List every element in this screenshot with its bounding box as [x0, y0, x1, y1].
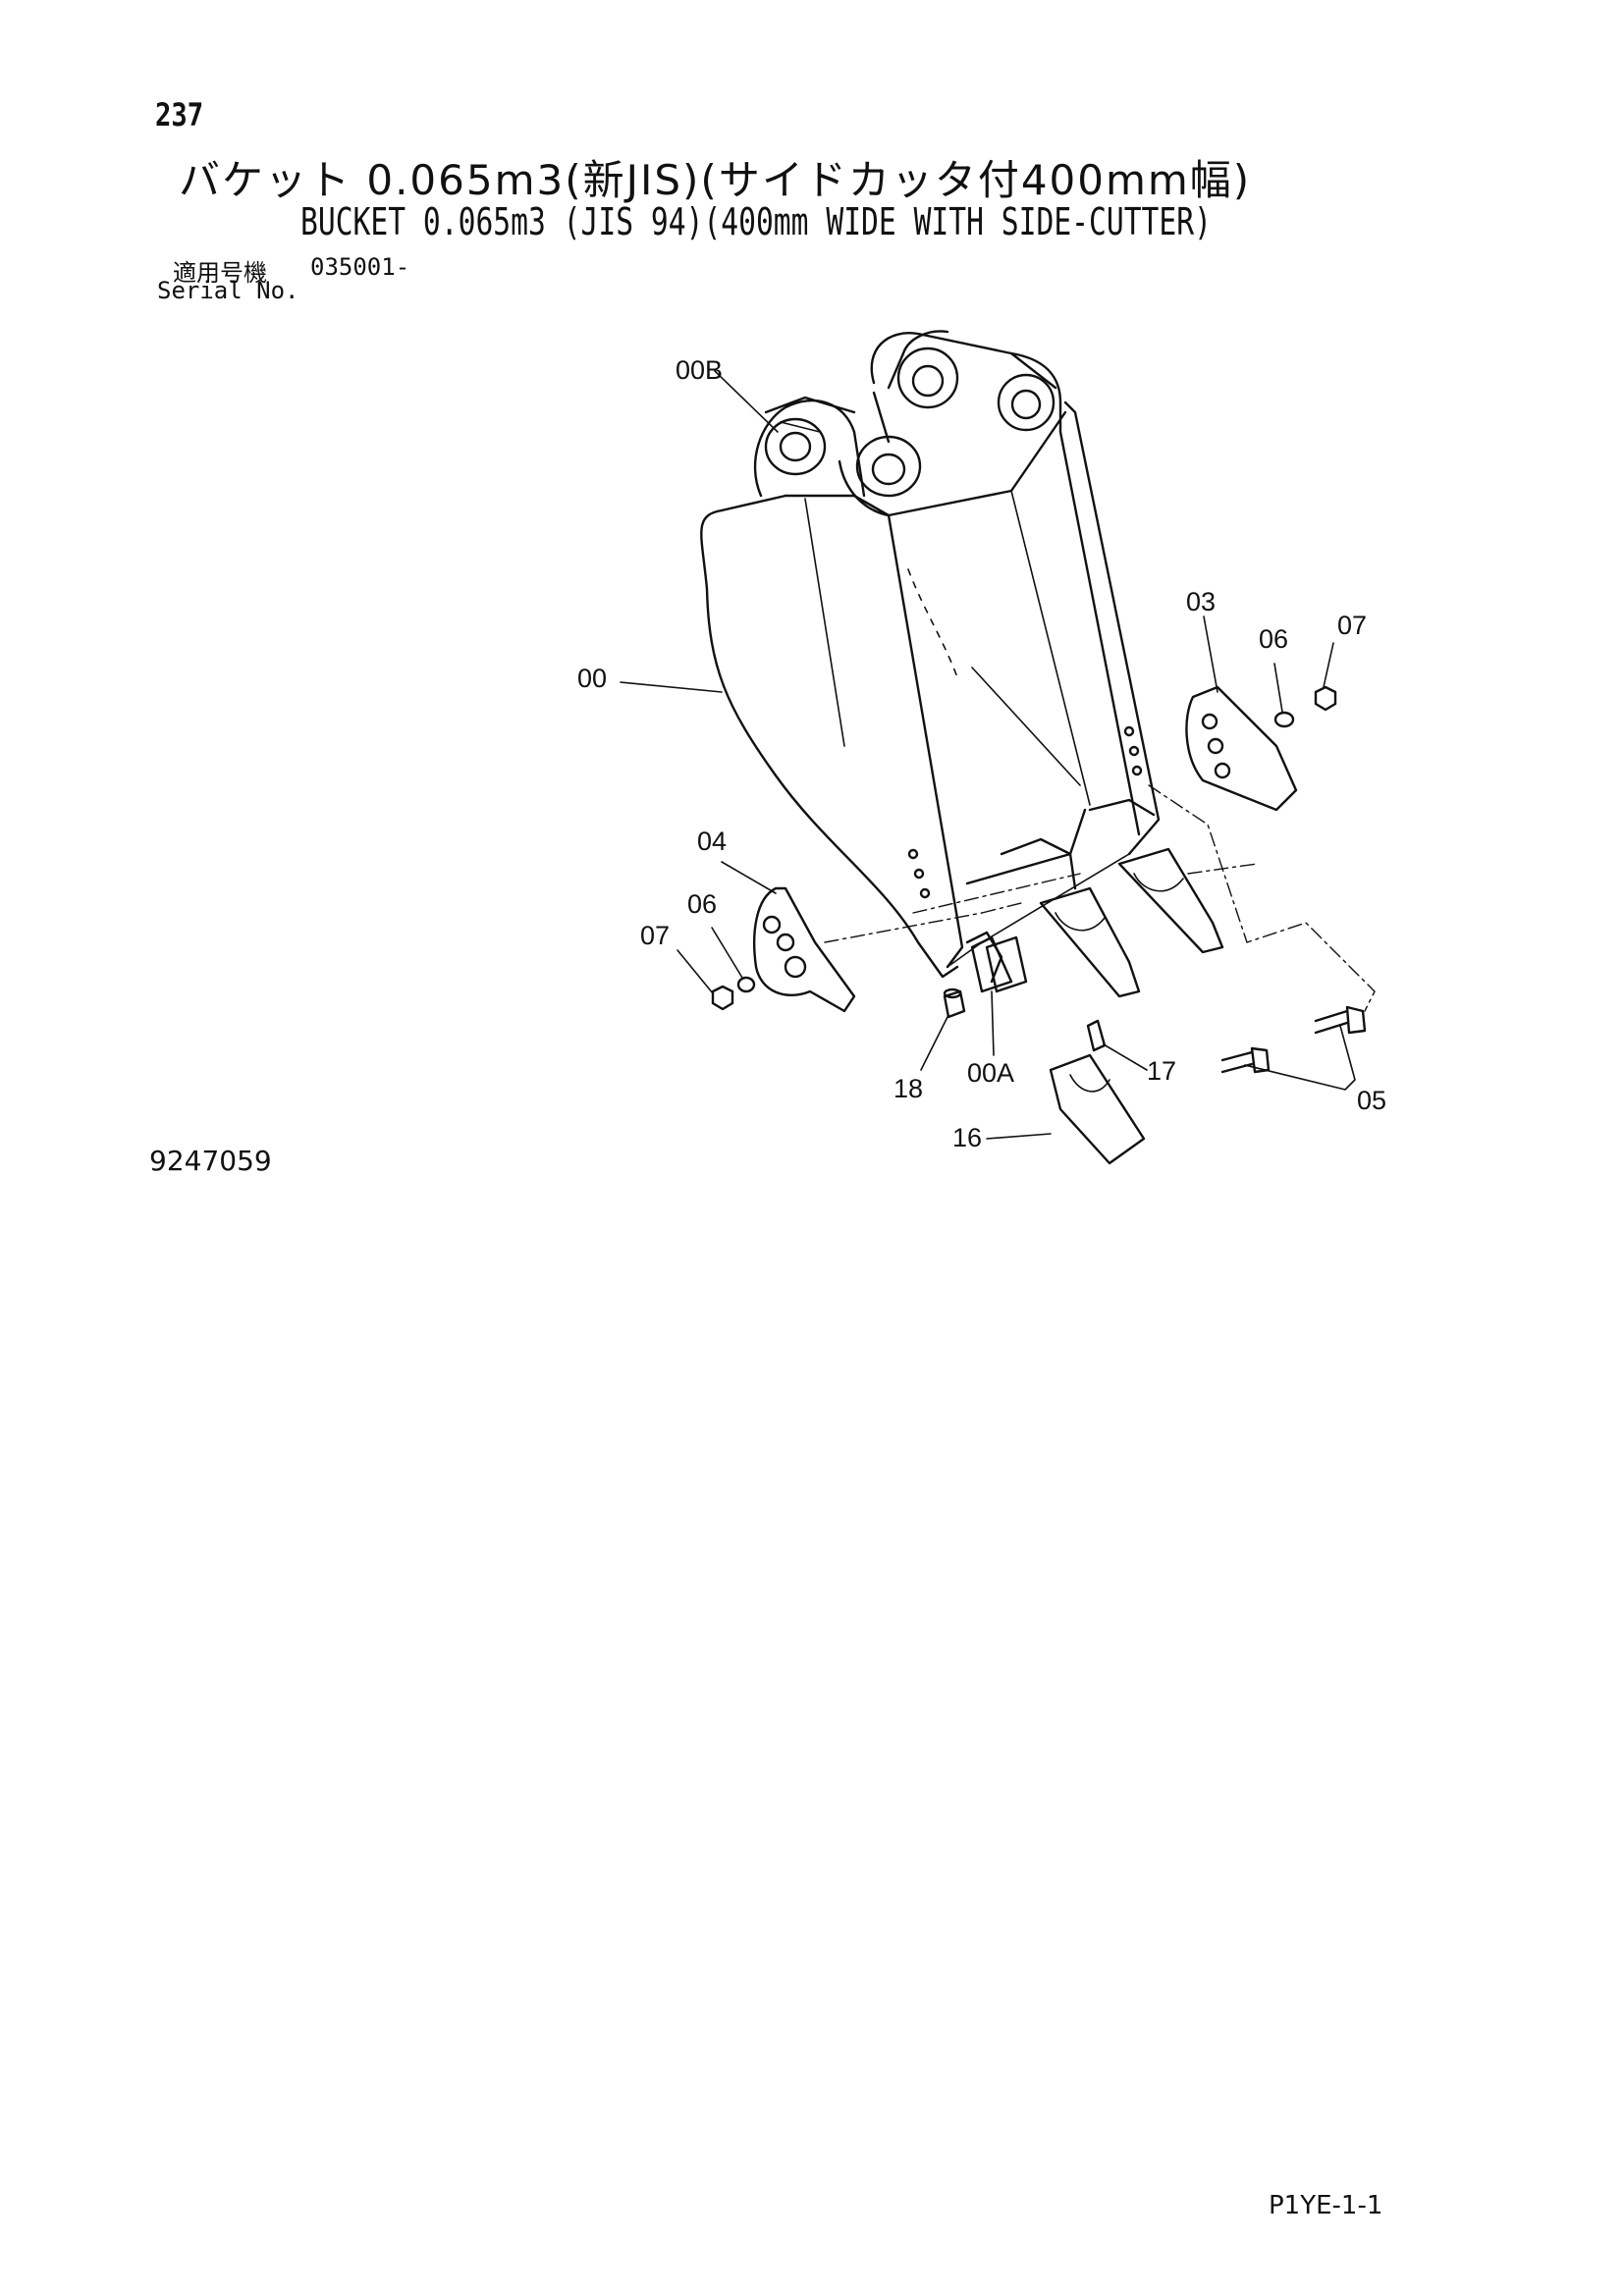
callout-06-right: 06 [1259, 624, 1288, 654]
callout-07-right: 07 [1337, 611, 1367, 640]
bucket-teeth [985, 847, 1224, 998]
callout-00A: 00A [967, 1058, 1014, 1088]
washer-right [1273, 711, 1295, 728]
callout-00B: 00B [676, 355, 723, 385]
drawing-number: 9247059 [149, 1145, 272, 1177]
serial-label-japanese: 適用号機 [173, 259, 267, 287]
pin-17 [1086, 1019, 1107, 1052]
side-cutter-right [1185, 685, 1298, 812]
serial-range: 035001- [310, 253, 410, 281]
nut-left [711, 985, 734, 1011]
washer-left [736, 976, 756, 993]
footer-code: P1YE-1-1 [1269, 2191, 1383, 2220]
title-japanese: バケット 0.065m3(新JIS)(サイドカッタ付400mm幅) [179, 156, 1252, 204]
assembly-lines [824, 784, 1376, 1012]
bolts-05 [1220, 1005, 1367, 1074]
tooth-16 [1049, 1053, 1146, 1165]
side-cutter-left [753, 886, 856, 1013]
adapter-tooth [970, 935, 1013, 993]
pin-18 [943, 988, 966, 1019]
callout-06-left: 06 [687, 889, 717, 919]
callout-04: 04 [697, 827, 727, 856]
callout-03: 03 [1186, 587, 1216, 616]
callout-07-left: 07 [640, 921, 670, 950]
leader-lines [620, 370, 1356, 1140]
nut-right [1314, 685, 1337, 712]
callout-18: 18 [893, 1074, 923, 1103]
callout-05: 05 [1357, 1086, 1386, 1115]
callout-00: 00 [577, 664, 607, 693]
title-english: BUCKET 0.065m3 (JIS 94)(400mm WIDE WITH … [300, 200, 1212, 243]
page-number: 237 [155, 96, 204, 133]
bucket-body [700, 330, 1161, 984]
callout-17: 17 [1147, 1056, 1176, 1086]
serial-label-english: Serial No. [157, 277, 299, 304]
callout-16: 16 [952, 1123, 982, 1152]
